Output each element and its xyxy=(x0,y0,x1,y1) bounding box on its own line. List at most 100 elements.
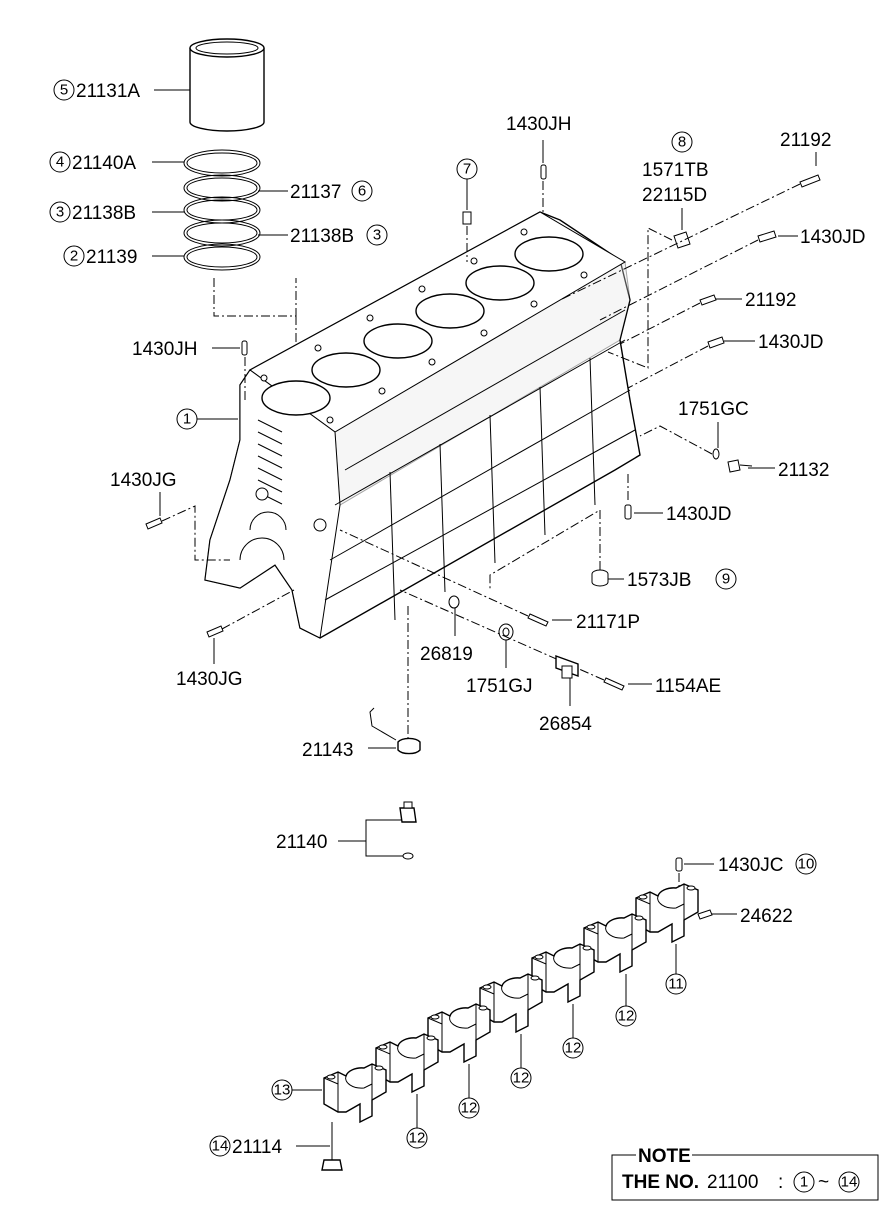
callout-12a-num: 12 xyxy=(618,1008,635,1025)
callout-10-num: 10 xyxy=(798,856,815,873)
pin-1430JG-b[interactable] xyxy=(206,625,224,638)
note-from-circle xyxy=(793,1171,815,1193)
oil-jet-tube[interactable] xyxy=(369,707,421,755)
label-1430JH-left: 1430JH xyxy=(132,339,198,360)
callout-8 xyxy=(671,131,693,153)
relief-valve-bolt[interactable] xyxy=(399,801,417,823)
callout-1-num: 1 xyxy=(183,411,191,428)
bolt-21132[interactable] xyxy=(727,459,753,473)
callout-4 xyxy=(49,151,71,173)
dowel-pin-top[interactable] xyxy=(540,164,547,180)
note-to-circle xyxy=(838,1171,860,1193)
o-ring[interactable] xyxy=(402,852,414,860)
callout-12b-num: 12 xyxy=(565,1040,582,1057)
cylinder-liner[interactable] xyxy=(189,38,265,132)
label-22115D: 22115D xyxy=(642,185,707,206)
label-21138B-right: 21138B xyxy=(290,226,354,247)
callout-5-num: 5 xyxy=(60,82,68,99)
bearing-cap-7[interactable] xyxy=(323,1063,387,1123)
label-21114: 21114 xyxy=(232,1137,282,1158)
label-21192-b: 21192 xyxy=(745,290,796,311)
label-21143: 21143 xyxy=(302,740,353,761)
callout-13-num: 13 xyxy=(274,1082,291,1099)
callout-3a-num: 3 xyxy=(56,204,64,221)
label-1571TB: 1571TB xyxy=(642,160,709,181)
callout-3b-num: 3 xyxy=(373,227,381,244)
callout-6-num: 6 xyxy=(358,183,366,200)
note-prefix: THE NO. xyxy=(622,1172,699,1193)
label-1573JB: 1573JB xyxy=(627,570,691,591)
callout-14-num: 14 xyxy=(212,1138,229,1155)
callout-14 xyxy=(209,1135,231,1157)
washer-1751GC[interactable] xyxy=(712,448,720,460)
label-1430JD-a: 1430JD xyxy=(800,227,866,248)
pin-24622[interactable] xyxy=(697,909,713,920)
callout-12d xyxy=(458,1097,480,1119)
label-21171P: 21171P xyxy=(576,612,640,633)
plug-1154AE[interactable] xyxy=(603,677,625,691)
label-21137: 21137 xyxy=(290,182,341,203)
pin-1430JD-c[interactable] xyxy=(624,504,632,520)
callout-6 xyxy=(351,180,373,202)
label-21131A: 21131A xyxy=(76,81,140,102)
callout-12a xyxy=(615,1005,637,1027)
label-1430JG-a: 1430JG xyxy=(110,470,177,491)
gasket-26819[interactable] xyxy=(448,595,460,609)
callout-3a xyxy=(49,201,71,223)
dowel-pin-1430JC[interactable] xyxy=(675,857,683,872)
label-21192-a: 21192 xyxy=(780,130,831,151)
pin-1430JG-a[interactable] xyxy=(145,517,163,530)
callout-2-num: 2 xyxy=(70,248,78,265)
label-21132: 21132 xyxy=(778,460,829,481)
callout-12c xyxy=(510,1067,532,1089)
washer-1751GJ[interactable] xyxy=(498,623,514,641)
label-1751GC: 1751GC xyxy=(678,399,749,420)
note-box: NOTE THE NO. 21100 : 1 ~ 14 xyxy=(611,1146,879,1201)
label-26819: 26819 xyxy=(420,644,473,665)
pin-1430JD-a[interactable] xyxy=(757,230,777,243)
callout-5 xyxy=(53,79,75,101)
callout-11 xyxy=(665,973,687,995)
label-1430JH-top: 1430JH xyxy=(506,114,572,135)
note-title: NOTE xyxy=(638,1146,691,1167)
label-1430JD-c: 1430JD xyxy=(666,504,732,525)
label-1751GJ: 1751GJ xyxy=(466,676,533,697)
cylinder-block[interactable] xyxy=(204,211,641,639)
label-21140A: 21140A xyxy=(72,153,136,174)
label-1430JG-b: 1430JG xyxy=(176,669,243,690)
dowel-pin-left[interactable] xyxy=(241,340,248,356)
callout-8-num: 8 xyxy=(678,134,686,151)
note-from: 1 xyxy=(800,1174,808,1191)
pin-21192-a[interactable] xyxy=(799,174,821,188)
callout-3b xyxy=(366,224,388,246)
piston-ring-set[interactable] xyxy=(183,149,261,271)
label-1154AE: 1154AE xyxy=(655,676,721,697)
callout-2 xyxy=(63,245,85,267)
stud-bolt[interactable] xyxy=(462,211,472,225)
callout-12d-num: 12 xyxy=(461,1100,478,1117)
pin-1430JD-b[interactable] xyxy=(707,336,725,349)
callout-10 xyxy=(795,853,817,875)
label-21140: 21140 xyxy=(276,832,327,853)
plug-21171P[interactable] xyxy=(527,613,549,627)
note-code: 21100 xyxy=(707,1172,758,1193)
label-26854: 26854 xyxy=(539,714,592,735)
callout-9 xyxy=(715,568,737,590)
callout-12b xyxy=(562,1037,584,1059)
pin-21192-b[interactable] xyxy=(699,294,717,306)
note-tilde: ~ xyxy=(818,1172,829,1193)
main-bearing-bolt[interactable] xyxy=(321,1122,343,1171)
expansion-plug[interactable] xyxy=(673,231,691,249)
label-21139: 21139 xyxy=(86,247,137,268)
callout-9-num: 9 xyxy=(722,571,730,588)
cup-plug[interactable] xyxy=(591,569,609,587)
callout-12e-num: 12 xyxy=(409,1130,426,1147)
label-1430JC: 1430JC xyxy=(718,855,784,876)
note-separator: : xyxy=(778,1172,783,1193)
note-to: 14 xyxy=(841,1174,858,1191)
label-24622: 24622 xyxy=(740,906,793,927)
plug-26854[interactable] xyxy=(555,655,579,679)
callout-4-num: 4 xyxy=(56,154,64,171)
